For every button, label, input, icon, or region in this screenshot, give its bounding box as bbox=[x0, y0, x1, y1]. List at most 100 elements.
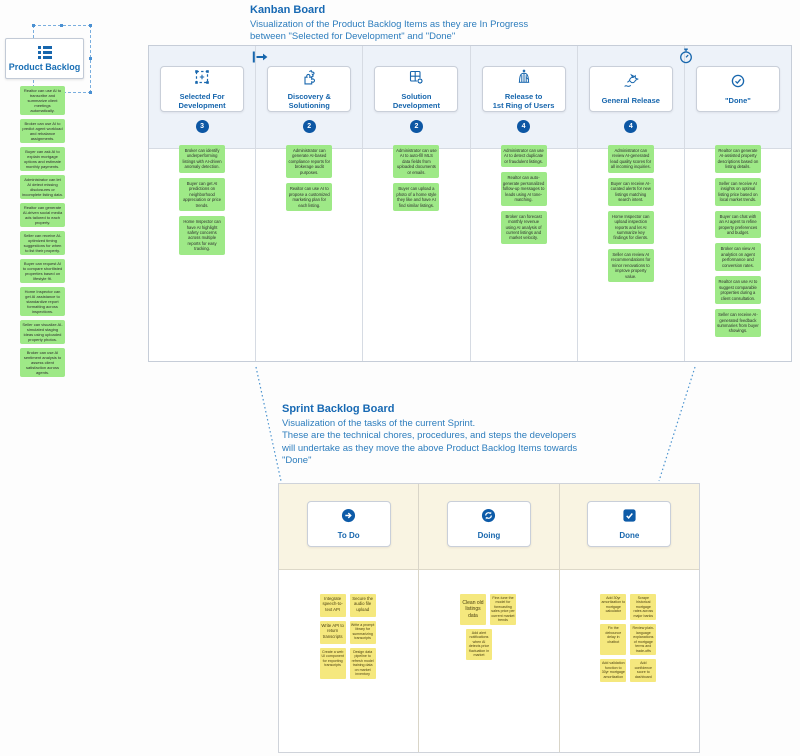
sticky-note[interactable]: Add 30yr amortization to mortgage calcul… bbox=[600, 594, 627, 621]
sticky-note[interactable]: Seller can receive AI-optimized timing s… bbox=[20, 231, 65, 255]
wip-count-badge: 3 bbox=[195, 120, 209, 133]
sticky-note[interactable]: Administrator can generate AI-based comp… bbox=[286, 145, 333, 179]
sticky-note[interactable]: Buyer can receive AI-curated alerts for … bbox=[607, 177, 654, 206]
column-label: "Done" bbox=[725, 96, 751, 105]
flow-arrow-icon bbox=[252, 50, 269, 69]
column-body: Administrator can use AI to auto-fill ML… bbox=[363, 133, 469, 212]
column-header-card[interactable]: "Done" bbox=[695, 66, 780, 112]
backlog-list-icon bbox=[37, 45, 52, 59]
sticky-note[interactable]: Administrator can use AI to auto-fill ML… bbox=[393, 145, 440, 179]
sticky-note[interactable]: Add alert notifications when AI detects … bbox=[465, 628, 492, 660]
selection-handle[interactable] bbox=[89, 57, 92, 60]
sticky-note[interactable]: Realtor can generate AI-driven social me… bbox=[20, 203, 65, 227]
sticky-note[interactable]: Integrate speech-to-text API bbox=[319, 594, 346, 617]
sticky-note[interactable]: Administrator can let AI detect missing … bbox=[20, 175, 65, 199]
sticky-note[interactable]: Seller can receive AI insights on optima… bbox=[714, 177, 761, 206]
sprint-column-done: Done Add 30yr amortization to mortgage c… bbox=[558, 484, 699, 752]
sticky-note[interactable]: Buyer can ask AI to explain mortgage opt… bbox=[20, 147, 65, 171]
sprint-column-doing: Doing Clean old listings data Fine-tune … bbox=[418, 484, 558, 752]
sticky-note[interactable]: Scrape historical mortgage rates across … bbox=[630, 594, 657, 621]
sticky-note[interactable]: Home Inspector can upload inspection rep… bbox=[607, 210, 654, 244]
sticky-note[interactable]: Realtor can use AI to propose a customiz… bbox=[286, 183, 333, 212]
kanban-board: Selected For Development 3 Broker can id… bbox=[148, 45, 792, 362]
selection-handle[interactable] bbox=[32, 24, 35, 27]
kanban-column-discovery-solutioning: Discovery & Solutioning 2 Administrator … bbox=[255, 46, 362, 361]
column-label: General Release bbox=[601, 96, 660, 105]
selection-handle[interactable] bbox=[89, 91, 92, 94]
wip-count-badge: 4 bbox=[517, 120, 531, 133]
kanban-board-title: Kanban Board bbox=[250, 4, 326, 16]
sticky-note[interactable]: Seller can review AI recommendations for… bbox=[607, 248, 654, 283]
release-bird-icon bbox=[622, 73, 640, 94]
sprint-column-todo: To Do Integrate speech-to-text API Secur… bbox=[279, 484, 418, 752]
wip-count-badge: 2 bbox=[409, 120, 423, 133]
kanban-board-description: Visualization of the Product Backlog Ite… bbox=[250, 19, 529, 43]
sticky-note[interactable]: Realtor can auto-generate personalized f… bbox=[500, 172, 547, 206]
column-label: Doing bbox=[477, 531, 501, 540]
sticky-note[interactable]: Seller can receive AI-generated feedback… bbox=[714, 309, 761, 337]
puzzle-icon bbox=[301, 69, 317, 90]
sticky-note[interactable]: Broker can view AI analytics on agent pe… bbox=[714, 243, 761, 272]
column-label: Done bbox=[619, 531, 640, 540]
sticky-note[interactable]: Broker can identify underperforming list… bbox=[179, 145, 226, 173]
sprint-board-title: Sprint Backlog Board bbox=[282, 403, 395, 415]
column-body: Realtor can generate AI-assisted propert… bbox=[685, 112, 791, 337]
sticky-note[interactable]: Write API to return transcripts bbox=[319, 621, 346, 644]
sticky-note[interactable]: Buyer can get AI predictions on neighbor… bbox=[179, 177, 226, 212]
selection-handle[interactable] bbox=[60, 24, 63, 27]
column-header-card[interactable]: Selected For Development bbox=[160, 66, 245, 112]
column-body: Administrator can review AI-generated le… bbox=[578, 133, 684, 283]
sticky-note[interactable]: Secure the audio file upload bbox=[349, 594, 376, 617]
sticky-note[interactable]: Seller can visualize AI-simulated stagin… bbox=[20, 320, 65, 344]
product-backlog-card[interactable]: Product Backlog bbox=[5, 38, 84, 79]
column-label: To Do bbox=[337, 531, 360, 540]
sticky-note[interactable]: Administrator can use AI to detect dupli… bbox=[500, 145, 547, 168]
sticky-note[interactable]: Fix the debounce delay in chatbot bbox=[600, 624, 627, 656]
sticky-note[interactable]: Add validation function to 30yr mortgage… bbox=[600, 659, 627, 683]
column-body: Administrator can use AI to detect dupli… bbox=[471, 133, 577, 244]
kanban-column-release-1st-ring: Release to 1st Ring of Users 4 Administr… bbox=[469, 46, 577, 361]
sticky-note[interactable]: Buyer can chat with an AI agent to refin… bbox=[714, 210, 761, 239]
wip-count-badge: 2 bbox=[302, 120, 316, 133]
kanban-column-solution-development: Solution Development 2 Administrator can… bbox=[362, 46, 469, 361]
column-body: Broker can identify underperforming list… bbox=[149, 133, 255, 255]
sticky-note[interactable]: Add confidence score to dashboard bbox=[630, 659, 657, 683]
sticky-note[interactable]: Review plain-language explanations of mo… bbox=[630, 624, 657, 656]
sticky-note[interactable]: Write a prompt library for summarizing t… bbox=[349, 621, 376, 644]
sticky-note[interactable]: Broker can use AI sentiment analysis to … bbox=[20, 348, 65, 377]
sticky-note[interactable]: Broker can use AI to predict agent workl… bbox=[20, 119, 65, 143]
column-label: Solution Development bbox=[392, 91, 440, 110]
column-header-card[interactable]: Release to 1st Ring of Users bbox=[481, 66, 566, 112]
column-header-card[interactable]: General Release bbox=[588, 66, 673, 112]
sticky-note[interactable]: Realtor can generate AI-assisted propert… bbox=[714, 145, 761, 173]
sticky-note[interactable]: Home Inspector can have AI highlight saf… bbox=[179, 216, 226, 255]
sticky-note[interactable]: Realtor can use AI to transcribe and sum… bbox=[20, 86, 65, 115]
sticky-note[interactable]: Administrator can review AI-generated le… bbox=[607, 145, 654, 173]
column-header-card[interactable]: Doing bbox=[446, 501, 531, 547]
column-label: Selected For Development bbox=[178, 91, 226, 110]
sticky-note[interactable]: Clean old listings data bbox=[459, 594, 486, 625]
product-backlog-notes: Realtor can use AI to transcribe and sum… bbox=[20, 86, 65, 377]
refresh-circle-icon bbox=[481, 508, 496, 528]
sticky-note[interactable]: Buyer can upload a photo of a home style… bbox=[393, 183, 440, 212]
selection-frame-icon bbox=[194, 69, 210, 90]
birdcage-icon bbox=[516, 69, 532, 90]
column-header-card[interactable]: Discovery & Solutioning bbox=[267, 66, 352, 112]
arrow-right-circle-icon bbox=[341, 508, 356, 528]
column-header-card[interactable]: To Do bbox=[306, 501, 391, 547]
column-header-card[interactable]: Done bbox=[587, 501, 672, 547]
wip-count-badge: 4 bbox=[624, 120, 638, 133]
sticky-note[interactable]: Home Inspector can get AI assistance to … bbox=[20, 287, 65, 316]
sticky-note[interactable]: Realtor can use AI to suggest comparable… bbox=[714, 276, 761, 305]
column-header-card[interactable]: Solution Development bbox=[374, 66, 459, 112]
sticky-note[interactable]: Buyer can request AI to compare shortlis… bbox=[20, 259, 65, 283]
sticky-note[interactable]: Design data pipeline to refresh model tr… bbox=[349, 648, 376, 679]
sticky-note[interactable]: Create a web UI component for exporting … bbox=[319, 648, 346, 679]
puzzle-gear-icon bbox=[408, 69, 424, 90]
product-backlog-label: Product Backlog bbox=[8, 61, 81, 72]
sticky-note[interactable]: Broker can forecast monthly revenue usin… bbox=[500, 210, 547, 244]
kanban-column-selected-for-development: Selected For Development 3 Broker can id… bbox=[149, 46, 255, 361]
check-square-icon bbox=[622, 508, 637, 528]
sticky-note[interactable]: Fine-tune the model for forecasting sale… bbox=[489, 594, 516, 625]
selection-handle[interactable] bbox=[89, 24, 92, 27]
